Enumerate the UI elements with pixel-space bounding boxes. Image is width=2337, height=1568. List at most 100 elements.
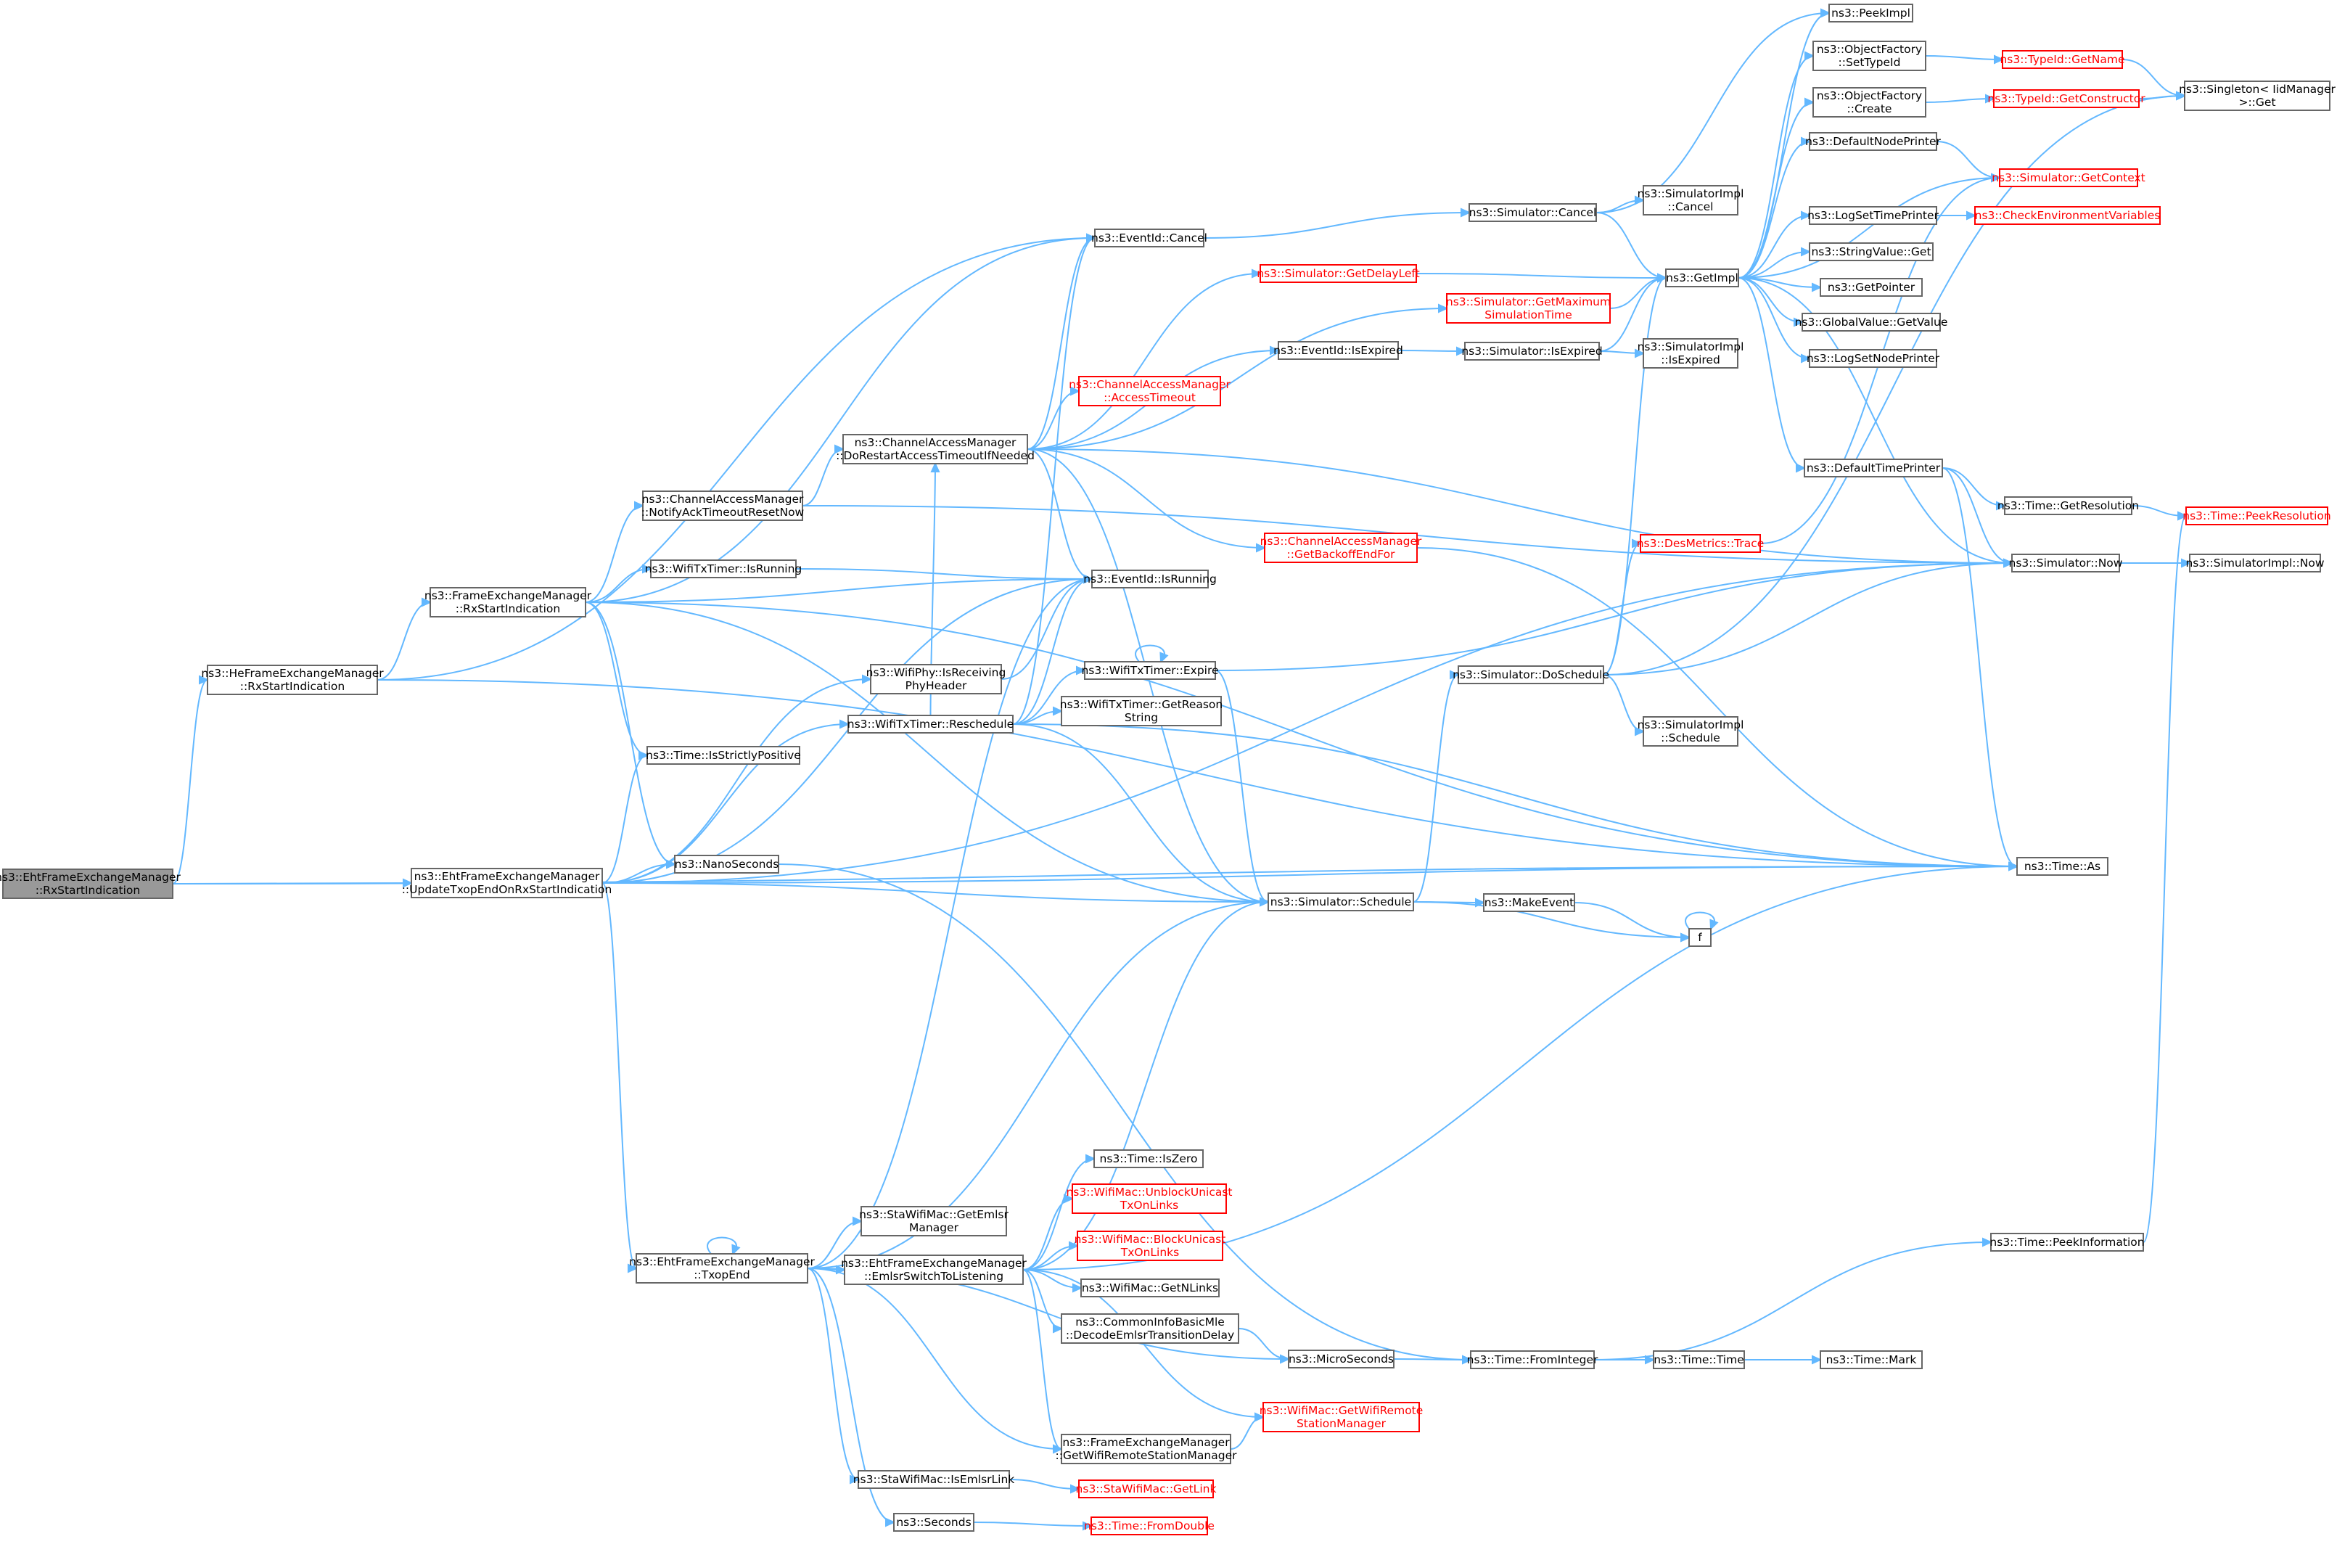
node-checkEnv[interactable]: ns3::CheckEnvironmentVariables	[1974, 206, 2161, 225]
node-logSetTime[interactable]: ns3::LogSetTimePrinter	[1807, 206, 1939, 225]
node-getImpl[interactable]: ns3::GetImpl	[1665, 268, 1739, 287]
node-timeAs[interactable]: ns3::Time::As	[2016, 857, 2108, 876]
node-emlsrSwitch[interactable]: ns3::EhtFrameExchangeManager::EmlsrSwitc…	[841, 1255, 1027, 1285]
node-simImplNow[interactable]: ns3::SimulatorImpl::Now	[2185, 554, 2325, 572]
node-peekImpl[interactable]: ns3::PeekImpl	[1828, 4, 1913, 22]
node-micro[interactable]: ns3::MicroSeconds	[1288, 1350, 1395, 1368]
node-getPointer[interactable]: ns3::GetPointer	[1820, 278, 1923, 297]
node-ofCreate[interactable]: ns3::ObjectFactory::Create	[1812, 87, 1926, 118]
node-box	[1094, 229, 1204, 247]
node-getDelayLeft[interactable]: ns3::Simulator::GetDelayLeft	[1257, 264, 1420, 283]
node-label: ns3::Singleton< IidManager	[2179, 83, 2336, 96]
node-getBackoff[interactable]: ns3::ChannelAccessManager::GetBackoffEnd…	[1260, 533, 1422, 563]
edge-updTxop-to-simSchedule	[601, 882, 1269, 903]
node-simImplIsExpired[interactable]: ns3::SimulatorImpl::IsExpired	[1638, 338, 1744, 369]
node-timePeekInfo[interactable]: ns3::Time::PeekInformation	[1989, 1233, 2145, 1252]
node-ofSetTypeId[interactable]: ns3::ObjectFactory::SetTypeId	[1812, 41, 1926, 71]
node-simImplCancel[interactable]: ns3::SimulatorImpl::Cancel	[1638, 185, 1744, 216]
edge-emlsrSwitch-to-decodeEmlsr	[1022, 1269, 1062, 1329]
node-desTrace[interactable]: ns3::DesMetrics::Trace	[1637, 534, 1765, 553]
arrowhead	[1254, 1412, 1265, 1422]
node-singletonGet[interactable]: ns3::Singleton< IidManager>::Get	[2179, 81, 2336, 111]
edge-feRx-to-eidCancel	[585, 237, 1096, 603]
arrowhead	[1801, 136, 1812, 147]
node-simDoSchedule[interactable]: ns3::Simulator::DoSchedule	[1453, 665, 1609, 684]
node-simImplSchedule[interactable]: ns3::SimulatorImpl::Schedule	[1638, 716, 1744, 747]
node-simNow[interactable]: ns3::Simulator::Now	[2009, 554, 2123, 572]
node-root[interactable]: ns3::EhtFrameExchangeManager::RxStartInd…	[0, 869, 181, 899]
node-strictPos[interactable]: ns3::Time::IsStrictlyPositive	[646, 746, 801, 765]
node-seconds[interactable]: ns3::Seconds	[893, 1513, 974, 1532]
node-fFunc[interactable]: f	[1688, 928, 1712, 947]
node-timeGetRes[interactable]: ns3::Time::GetResolution	[1997, 496, 2139, 515]
edge-getImpl-to-defTimePrinter	[1738, 277, 1805, 469]
node-accessTimeout[interactable]: ns3::ChannelAccessManager::AccessTimeout	[1069, 376, 1231, 406]
node-txopEnd[interactable]: ns3::EhtFrameExchangeManager::TxopEnd	[629, 1253, 816, 1284]
node-doRestart[interactable]: ns3::ChannelAccessManager::DoRestartAcce…	[836, 434, 1035, 464]
arrowhead	[1053, 706, 1064, 716]
node-eidCancel[interactable]: ns3::EventId::Cancel	[1091, 229, 1207, 247]
node-decodeEmlsr[interactable]: ns3::CommonInfoBasicMle::DecodeEmlsrTran…	[1061, 1313, 1239, 1344]
edge-doRestart-to-simNow	[1027, 448, 2013, 564]
node-simGetContext[interactable]: ns3::Simulator::GetContext	[1992, 168, 2145, 187]
node-logSetNode[interactable]: ns3::LogSetNodePrinter	[1807, 349, 1940, 368]
node-box	[1091, 1516, 1208, 1535]
node-box	[1061, 1434, 1231, 1464]
edge-eidIsExpired-to-simIsExpired	[1397, 350, 1466, 352]
node-label: ns3::WifiTxTimer::Reschedule	[847, 718, 1014, 731]
node-feRx[interactable]: ns3::FrameExchangeManager::RxStartIndica…	[424, 587, 592, 617]
arrowhead	[1994, 54, 2005, 65]
node-eidIsExpired[interactable]: ns3::EventId::IsExpired	[1273, 341, 1403, 360]
node-fromDouble[interactable]: ns3::Time::FromDouble	[1084, 1516, 1215, 1535]
node-label: ns3::FrameExchangeManager	[1062, 1436, 1230, 1449]
node-wmGetRsm[interactable]: ns3::WifiMac::GetWifiRemoteStationManage…	[1260, 1402, 1424, 1432]
node-updTxop[interactable]: ns3::EhtFrameExchangeManager::UpdateTxop…	[402, 868, 612, 898]
node-isEmlsrLink[interactable]: ns3::StaWifiMac::IsEmlsrLink	[853, 1470, 1015, 1489]
node-makeEvent[interactable]: ns3::MakeEvent	[1483, 893, 1575, 912]
node-label: ::NotifyAckTimeoutResetNow	[641, 506, 805, 519]
node-feGetRsm[interactable]: ns3::FrameExchangeManager::GetWifiRemote…	[1056, 1434, 1238, 1464]
node-typeGetName[interactable]: ns3::TypeId::GetName	[2000, 50, 2125, 69]
node-isZero[interactable]: ns3::Time::IsZero	[1093, 1149, 1204, 1168]
node-defTimePrinter[interactable]: ns3::DefaultTimePrinter	[1804, 459, 1943, 477]
node-box	[1809, 132, 1937, 151]
node-strValGet[interactable]: ns3::StringValue::Get	[1809, 242, 1934, 261]
edge-isEmlsrLink-to-staGetLink	[1009, 1479, 1080, 1490]
node-typeGetCtor[interactable]: ns3::TypeId::GetConstructor	[1987, 89, 2145, 108]
edge-phyRecv-to-eidIsRunning	[1001, 578, 1093, 680]
node-timePeekRes[interactable]: ns3::Time::PeekResolution	[2182, 506, 2331, 525]
node-heRx[interactable]: ns3::HeFrameExchangeManager::RxStartIndi…	[201, 665, 384, 695]
node-notifyAck[interactable]: ns3::ChannelAccessManager::NotifyAckTime…	[641, 490, 805, 521]
arrowhead	[1072, 1283, 1083, 1293]
edge-defTimePrinter-to-simNow	[1942, 467, 2013, 564]
node-wtIsRunning[interactable]: ns3::WifiTxTimer::IsRunning	[645, 559, 802, 578]
node-eidIsRunning[interactable]: ns3::EventId::IsRunning	[1083, 570, 1217, 588]
node-fromInteger[interactable]: ns3::Time::FromInteger	[1467, 1350, 1598, 1369]
node-simSchedule[interactable]: ns3::Simulator::Schedule	[1268, 892, 1414, 911]
edge-seconds-to-fromDouble	[973, 1522, 1092, 1527]
edge-getImpl-to-ofCreate	[1738, 102, 1814, 279]
node-wtExpire[interactable]: ns3::WifiTxTimer::Expire	[1081, 661, 1219, 680]
node-label: ::AccessTimeout	[1104, 391, 1196, 404]
node-defNodePrinter[interactable]: ns3::DefaultNodePrinter	[1805, 132, 1942, 151]
node-simIsExpired[interactable]: ns3::Simulator::IsExpired	[1461, 342, 1603, 361]
edge-getImpl-to-defNodePrinter	[1738, 141, 1810, 279]
node-getNLinks[interactable]: ns3::WifiMac::GetNLinks	[1080, 1278, 1220, 1297]
node-simCancel[interactable]: ns3::Simulator::Cancel	[1469, 203, 1597, 222]
edge-emlsrSwitch-to-isZero	[1022, 1158, 1095, 1271]
node-wtResched[interactable]: ns3::WifiTxTimer::Reschedule	[847, 715, 1014, 734]
node-staGetLink[interactable]: ns3::StaWifiMac::GetLink	[1076, 1479, 1217, 1498]
node-timeTime[interactable]: ns3::Time::Time	[1653, 1350, 1745, 1369]
node-gvGetValue[interactable]: ns3::GlobalValue::GetValue	[1795, 313, 1948, 332]
arrowhead	[731, 1244, 741, 1256]
arrowhead	[638, 750, 649, 760]
node-timeMark[interactable]: ns3::Time::Mark	[1820, 1350, 1923, 1369]
node-nano[interactable]: ns3::NanoSeconds	[674, 855, 779, 874]
node-label: f	[1698, 931, 1702, 944]
